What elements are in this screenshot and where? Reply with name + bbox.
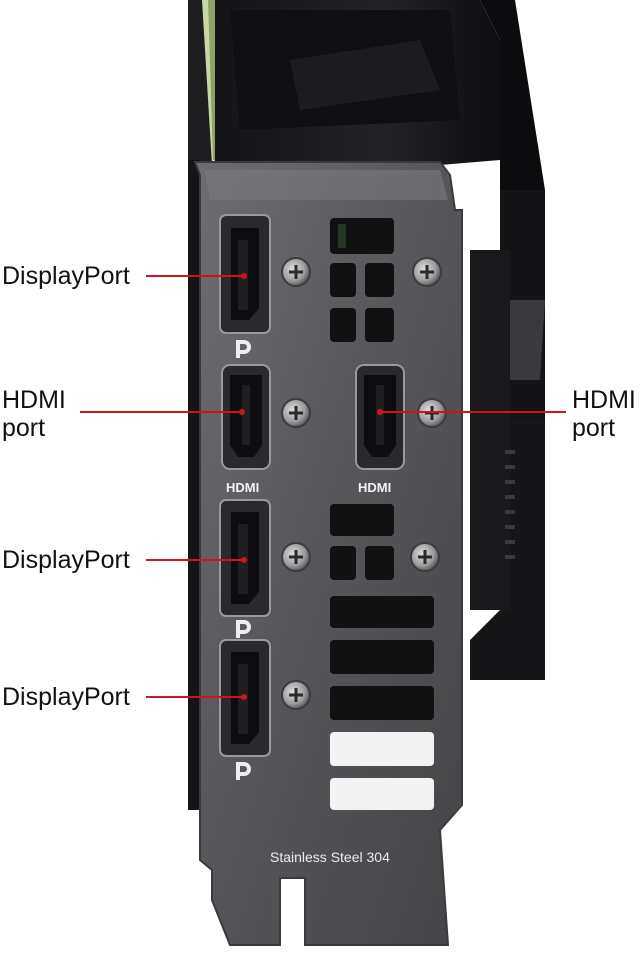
label-displayport-2: DisplayPort [2, 546, 130, 574]
shroud-vents [505, 450, 515, 559]
hdmi-right-label: HDMI [358, 480, 391, 495]
hdmi-port-left [221, 364, 271, 470]
leader-dot-dp1 [241, 273, 247, 279]
leader-lines [80, 273, 566, 700]
bracket-material-text: Stainless Steel 304 [270, 849, 390, 865]
label-hdmi-right-line1: HDMI [572, 386, 636, 414]
leader-dot-dp2 [241, 557, 247, 563]
leader-dot-hdmi-left [239, 409, 245, 415]
label-hdmi-left-line1: HDMI [2, 386, 66, 414]
displayport-logo-icon [236, 620, 251, 638]
leader-dot-dp3 [241, 694, 247, 700]
card-top [188, 0, 545, 810]
screw-icon [281, 542, 311, 572]
displayport-logo-icon [236, 762, 251, 780]
label-displayport-3: DisplayPort [2, 683, 130, 711]
hdmi-port-right [355, 364, 405, 470]
screw-icon [281, 680, 311, 710]
screw-icon [410, 542, 440, 572]
screw-icon [281, 398, 311, 428]
label-displayport-1: DisplayPort [2, 262, 130, 290]
screw-icon [412, 257, 442, 287]
leader-dot-hdmi-right [377, 409, 383, 415]
screw-icon [281, 257, 311, 287]
label-hdmi-left-line2: port [2, 414, 46, 442]
displayport-logo-icon [236, 340, 251, 358]
label-hdmi-right-line2: port [572, 414, 616, 442]
hdmi-left-label: HDMI [226, 480, 259, 495]
bracket-vents [330, 218, 434, 810]
